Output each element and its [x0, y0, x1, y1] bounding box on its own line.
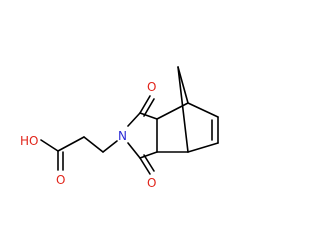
molecule-canvas: HO O N O O	[20, 66, 219, 190]
bond-c-ch-top	[139, 112, 158, 120]
bond-ch2-n	[102, 140, 118, 153]
bond-c-ch-bottom	[139, 151, 158, 159]
bond-c-o-bottom-a	[139, 157, 151, 175]
bond-c-o-top-a	[139, 95, 151, 114]
bond-n-c-bottom	[127, 142, 141, 159]
atom-label-hydroxyl: HO	[20, 134, 38, 148]
bond-methylene-top	[177, 66, 189, 104]
bond-n-c-top	[127, 112, 141, 127]
atom-label-nitrogen: N	[118, 129, 127, 143]
bond-c-o-top-b	[143, 98, 155, 117]
bond-ch2-ch2	[83, 136, 104, 153]
bond-methylene-bottom	[177, 66, 189, 153]
bond-ch-alkene-bottom	[187, 142, 219, 153]
atom-label-imide-oxygen-bottom: O	[147, 176, 156, 190]
bond-oh-c	[40, 139, 59, 152]
atom-label-imide-oxygen-top: O	[147, 80, 156, 94]
bond-c-o-bottom-b	[143, 154, 155, 172]
atom-label-acid-carbonyl-oxygen: O	[56, 173, 65, 187]
bond-ch-alkene-top	[187, 102, 219, 118]
bond-c-ch2	[57, 136, 85, 152]
structure-diagram: HO O N O O	[20, 66, 219, 190]
